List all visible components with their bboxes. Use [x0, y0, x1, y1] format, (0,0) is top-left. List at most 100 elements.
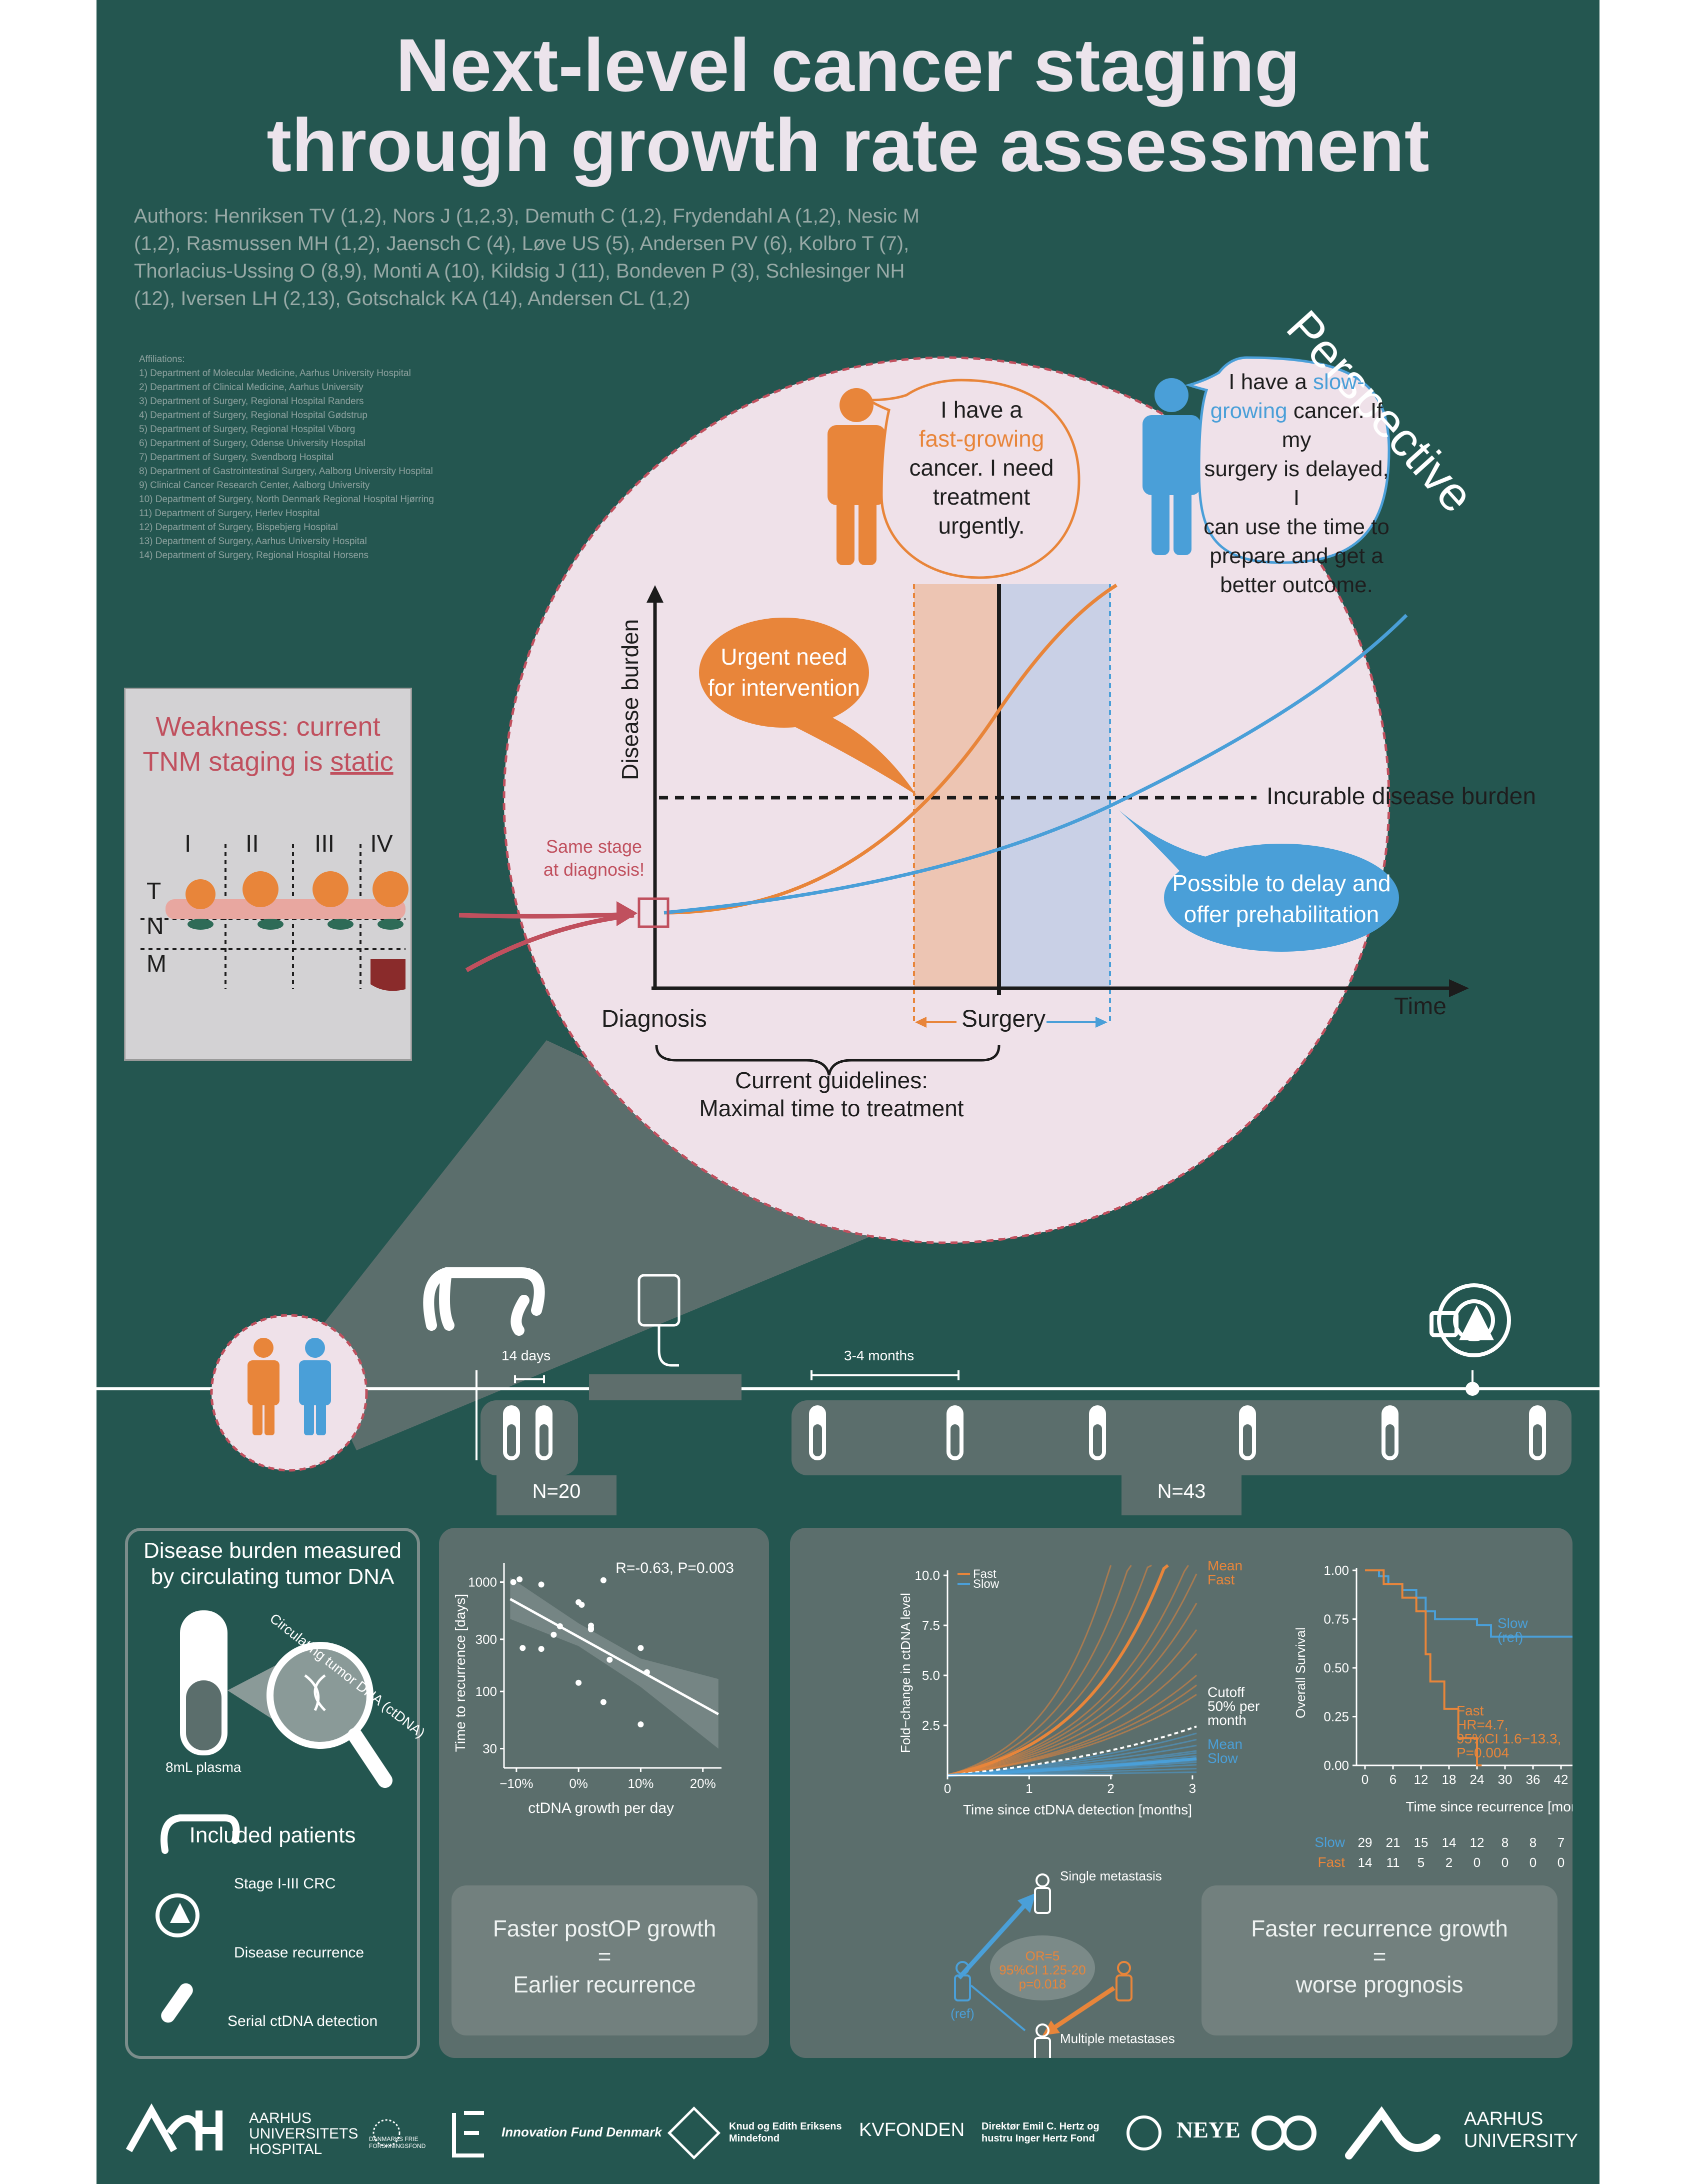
fold-change-x-tick: 0: [944, 1781, 951, 1796]
ifd-logo-text: Innovation Fund Denmark: [502, 2124, 662, 2139]
scatter-y-tick: 30: [482, 1741, 497, 1756]
stage-label-iv: IV: [370, 831, 392, 857]
auh-logo-text: AARHUS UNIVERSITETS HOSPITAL: [249, 2110, 358, 2157]
risk-slow-value: 8: [1530, 1835, 1536, 1850]
interval-14-days: 14 days: [502, 1348, 551, 1363]
treatment-bar: [589, 1374, 742, 1400]
n20-label: N=20: [532, 1480, 581, 1502]
perspective-diagram: [96, 356, 1600, 1472]
km-y-tick: 0.50: [1324, 1660, 1349, 1675]
row-label-n: N: [146, 913, 164, 940]
risk-fast-name: Fast: [1318, 1854, 1346, 1870]
hertz-logo-text: Direktør Emil C. Hertz og hustru Inger H…: [982, 2121, 1100, 2144]
same-stage-marker: [638, 897, 670, 928]
multiple-metastases-label: Multiple metastases: [1060, 2031, 1175, 2046]
surgery-label: Surgery: [962, 1006, 1046, 1032]
x-axis-label: Time: [1394, 993, 1446, 1020]
slow-bubble-text: I have a slow- growing cancer. If my sur…: [1204, 370, 1390, 597]
stage-label-iii: III: [314, 831, 334, 857]
km-x-tick: 36: [1526, 1772, 1540, 1787]
scatter-point: [578, 1601, 585, 1608]
km-fast-curve: [1365, 1569, 1482, 1766]
legend-fast: Fast: [973, 1567, 996, 1581]
fast-bubble-text: I have a fast-growing cancer. I need tre…: [909, 397, 1054, 539]
neye-logo-text: NEYE: [1176, 2117, 1240, 2142]
scatter-x-tick: 10%: [628, 1776, 654, 1791]
km-x-tick: 12: [1414, 1772, 1428, 1787]
fold-change-y-tick: 5.0: [922, 1668, 940, 1683]
fold-change-y-tick: 2.5: [922, 1718, 940, 1733]
au-logo-text: AARHUS UNIVERSITY: [1464, 2108, 1578, 2151]
fold-change-x-tick: 1: [1026, 1781, 1032, 1796]
plasma-label: 8mL plasma: [166, 1759, 242, 1775]
scatter-point: [588, 1622, 594, 1629]
km-slow-label-2: (ref): [1498, 1629, 1523, 1645]
tnm-illustration: I II III IV T N M: [140, 831, 408, 991]
kv-logo-text: KVFONDEN: [859, 2119, 965, 2140]
poster: Next-level cancer staging through growth…: [96, 0, 1600, 2184]
fold-change-x-tick: 2: [1107, 1781, 1114, 1796]
scatter-point: [520, 1645, 526, 1651]
fold-change-curve: [947, 1565, 1112, 1776]
infinity-logo-icon: [1252, 2115, 1317, 2150]
mean-slow-label-1: Mean: [1208, 1736, 1242, 1752]
legend-slow: Slow: [973, 1577, 1000, 1591]
or-stat-3: p=0.018: [1019, 1976, 1066, 1991]
scatter-point: [600, 1699, 606, 1705]
scatter-point: [644, 1669, 650, 1675]
or-stat-1: OR=5: [1026, 1948, 1060, 1963]
knud-logo-icon: [667, 2106, 721, 2160]
km-x-tick: 6: [1390, 1772, 1396, 1787]
single-metastasis-label: Single metastasis: [1060, 1868, 1162, 1883]
au-logo-icon: [1345, 2106, 1440, 2159]
scatter-regression-line: [510, 1598, 719, 1715]
risk-slow-name: Slow: [1314, 1834, 1345, 1850]
auh-logo-icon: [126, 2103, 222, 2152]
km-slow-curve: [1365, 1569, 1572, 1638]
scatter-x-tick: 20%: [690, 1776, 716, 1791]
fold-change-curve: [947, 1564, 1169, 1777]
scatter-points: [510, 1576, 650, 1727]
km-y-tick: 0.75: [1324, 1612, 1349, 1627]
scatter-x-tick: −10%: [500, 1776, 533, 1791]
fold-change-curves: [947, 1564, 1198, 1777]
risk-fast-value: 11: [1386, 1855, 1400, 1870]
slow-window: [999, 584, 1110, 988]
colon-icon: [423, 1267, 545, 1336]
urgent-bubble: [699, 618, 869, 728]
fast-window: [914, 584, 999, 988]
scatter-point: [600, 1577, 606, 1583]
fold-change-curve: [947, 1629, 1198, 1776]
slow-speech-bubble: [1184, 356, 1390, 564]
km-fast-label-3: 95%CI 1.6−13.3,: [1456, 1731, 1561, 1746]
n20-connector: [496, 1475, 616, 1515]
risk-fast-value: 0: [1558, 1855, 1564, 1870]
mean-slow-label-2: Slow: [1208, 1750, 1238, 1766]
risk-slow-value: 15: [1414, 1835, 1428, 1850]
slow-curve: [664, 614, 1408, 915]
km-x-tick: 18: [1442, 1772, 1456, 1787]
risk-slow-value: 29: [1358, 1835, 1372, 1850]
authors: Authors: Henriksen TV (1,2), Nors J (1,2…: [134, 205, 920, 310]
same-stage-label: Same stage at diagnosis!: [543, 836, 645, 880]
scatter-y-label: Time to recurrence [days]: [452, 1594, 468, 1752]
ctdna-panel-title: Disease burden measured by circulating t…: [143, 1538, 402, 1589]
fast-mini-patient-icon: [248, 1338, 280, 1435]
scatter-confidence-band: [510, 1577, 718, 1749]
km-x-tick: 0: [1362, 1772, 1368, 1787]
scatter-y-tick: 100: [476, 1684, 497, 1699]
km-x-tick: 30: [1498, 1772, 1512, 1787]
logo-footer: [126, 2103, 1440, 2160]
row-label-t: T: [146, 878, 161, 905]
km-fast-label-1: Fast: [1456, 1703, 1484, 1718]
fold-change-y-tick: 7.5: [922, 1618, 940, 1633]
tnm-box: Weakness: current TNM staging is static …: [124, 688, 412, 1061]
included-item-serial: Serial ctDNA detection: [228, 2013, 378, 2029]
km-fast-label-4: P=0.004: [1456, 1745, 1509, 1760]
n43-connector: [1122, 1475, 1242, 1515]
guidelines-brace: [655, 1045, 1000, 1076]
risk-slow-value: 12: [1470, 1835, 1484, 1850]
recurrence-growth-box: Faster recurrence growth = worse prognos…: [1202, 1885, 1558, 2035]
